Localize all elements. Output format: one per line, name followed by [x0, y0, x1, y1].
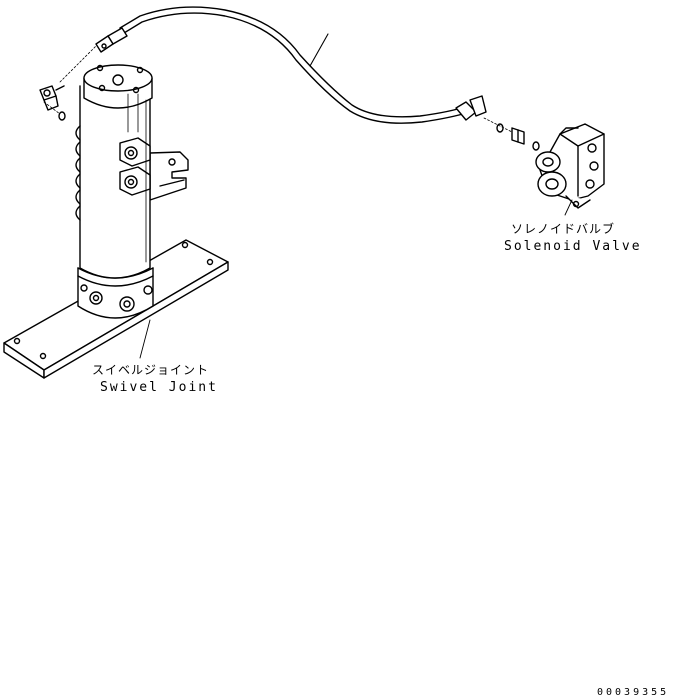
solenoid-valve-label-jp: ソレノイドバルブ — [511, 222, 616, 236]
part-number: 00039355 — [597, 687, 670, 698]
hose — [95, 6, 487, 124]
o-ring-valve-1 — [496, 123, 504, 133]
elbow-fitting — [39, 85, 66, 121]
mounting-bracket — [149, 151, 189, 201]
solenoid-valve — [535, 123, 605, 209]
swivel-joint-label-en: Swivel Joint — [100, 380, 218, 395]
solenoid-valve-label-en: Solenoid Valve — [504, 239, 642, 254]
valve-adapter — [496, 123, 540, 151]
o-ring-valve-2 — [532, 141, 540, 151]
swivel-joint-label-jp: スイベルジョイント — [92, 363, 210, 377]
o-ring-swivel — [58, 111, 66, 121]
swivel-joint — [75, 64, 154, 319]
leader-lines — [139, 199, 573, 359]
